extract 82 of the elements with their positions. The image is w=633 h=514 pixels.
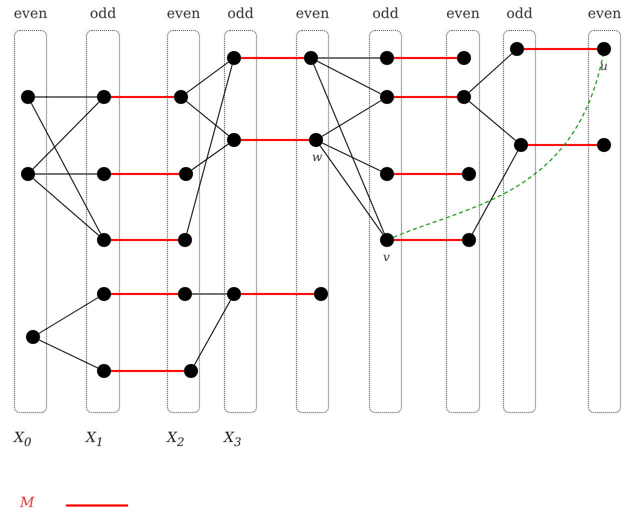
matching-edge <box>111 293 178 295</box>
matching-edge <box>528 144 597 146</box>
vertex-label: u <box>600 60 608 73</box>
dashed-connector <box>393 56 604 238</box>
vertex-dot <box>462 167 476 181</box>
vertex-dot <box>380 90 394 104</box>
vertex-dot <box>21 90 35 104</box>
vertex-dot <box>309 133 323 147</box>
vertex-label: w <box>312 151 322 164</box>
vertex-dot <box>510 42 524 56</box>
vertex-dot <box>178 233 192 247</box>
vertex-dot <box>97 167 111 181</box>
vertex-dot <box>597 138 611 152</box>
vertex-dot <box>227 133 241 147</box>
matching-edge <box>394 57 457 59</box>
vertex-dot <box>304 51 318 65</box>
edge-line <box>468 53 512 93</box>
set-label: X$_{2}$ <box>167 430 184 449</box>
edge-line <box>186 62 229 94</box>
vertex-dot <box>314 287 328 301</box>
vertex-dot <box>174 90 188 104</box>
vertex-dot <box>21 167 35 181</box>
matching-edge <box>241 57 304 59</box>
edge-line <box>194 300 232 366</box>
column-heading: even <box>296 5 330 23</box>
column-heading: even <box>446 5 480 23</box>
vertex-dot <box>380 167 394 181</box>
vertex-dot <box>97 90 111 104</box>
edge-line <box>468 101 516 141</box>
edge-line <box>191 144 229 170</box>
matching-edge <box>241 293 314 295</box>
vertex-dot <box>178 287 192 301</box>
matching-edge <box>111 173 179 175</box>
column-heading: odd <box>506 5 533 23</box>
vertex-dot <box>227 51 241 65</box>
edge-line <box>320 145 384 235</box>
vertex-dot <box>227 287 241 301</box>
set-label: X$_{0}$ <box>14 430 32 449</box>
edge-line <box>34 96 98 98</box>
edge-line <box>472 150 518 234</box>
column-heading: odd <box>90 5 116 23</box>
edge-line <box>316 60 382 94</box>
vertex-dot <box>514 138 528 152</box>
edge-line <box>32 178 100 236</box>
edge-line <box>38 297 98 334</box>
vertex-dot <box>184 364 198 378</box>
column-heading: odd <box>372 5 399 23</box>
edge-line <box>38 340 98 368</box>
vertex-dot <box>26 330 40 344</box>
edge-line <box>322 142 382 172</box>
vertex-dot <box>457 90 471 104</box>
vertex-label: v <box>383 251 390 264</box>
vertex-dot <box>462 233 476 247</box>
vertex-dot <box>97 364 111 378</box>
edge-line <box>313 64 385 234</box>
matching-edge <box>241 139 309 141</box>
matching-edge <box>111 370 184 372</box>
vertex-dot <box>380 233 394 247</box>
vertex-dot <box>97 233 111 247</box>
vertex-dot <box>380 51 394 65</box>
matching-edge <box>524 48 597 50</box>
column-heading: even <box>166 5 200 23</box>
matching-edge <box>111 239 178 241</box>
edge-line <box>186 64 233 234</box>
column-heading: odd <box>227 5 254 23</box>
column-heading: even <box>14 5 48 23</box>
matching-edge <box>111 96 174 98</box>
set-label: X$_{1}$ <box>86 430 104 449</box>
set-label: X$_{3}$ <box>224 430 242 449</box>
edge-line <box>322 100 382 137</box>
matching-edge <box>394 96 457 98</box>
vertex-dot <box>457 51 471 65</box>
legend-text: M <box>20 495 34 511</box>
matching-edge <box>394 239 462 241</box>
vertex-dot <box>179 167 193 181</box>
vertex-dot <box>97 287 111 301</box>
matching-edge <box>394 173 462 175</box>
column-heading: even <box>588 5 622 23</box>
edge-line <box>32 101 100 170</box>
edge-line <box>186 100 230 136</box>
edge-line <box>30 102 102 234</box>
vertex-dot <box>597 42 611 56</box>
